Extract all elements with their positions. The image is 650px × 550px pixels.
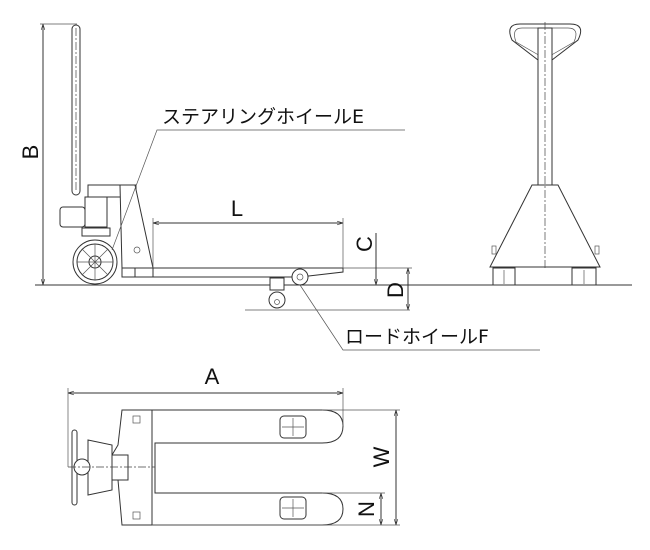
label-b: B — [18, 145, 43, 160]
steering-wheel-callout: ステアリングホイールE — [162, 106, 364, 128]
label-l: L — [231, 196, 243, 221]
frame — [119, 184, 154, 269]
front-view — [489, 22, 601, 286]
load-wheel-callout: ロードホイールF — [345, 326, 489, 348]
load-wheel — [291, 268, 309, 286]
steering-plate — [81, 227, 111, 237]
label-a: A — [205, 364, 220, 389]
fork-side — [121, 267, 344, 278]
top-view — [68, 409, 344, 526]
forks — [151, 409, 344, 526]
steering-wheel-leader — [111, 129, 405, 251]
label-d: D — [383, 282, 408, 298]
load-wheel-leader — [299, 284, 540, 351]
label-w: W — [369, 446, 394, 467]
steering-assembly — [87, 439, 113, 496]
label-c: C — [352, 236, 377, 252]
pump-body — [84, 196, 108, 228]
label-n: N — [354, 501, 379, 517]
load-wheel-top-upper — [279, 415, 307, 439]
side-view — [59, 24, 344, 309]
handle-mechanism — [59, 206, 86, 228]
load-wheel-top-lower — [279, 496, 307, 520]
